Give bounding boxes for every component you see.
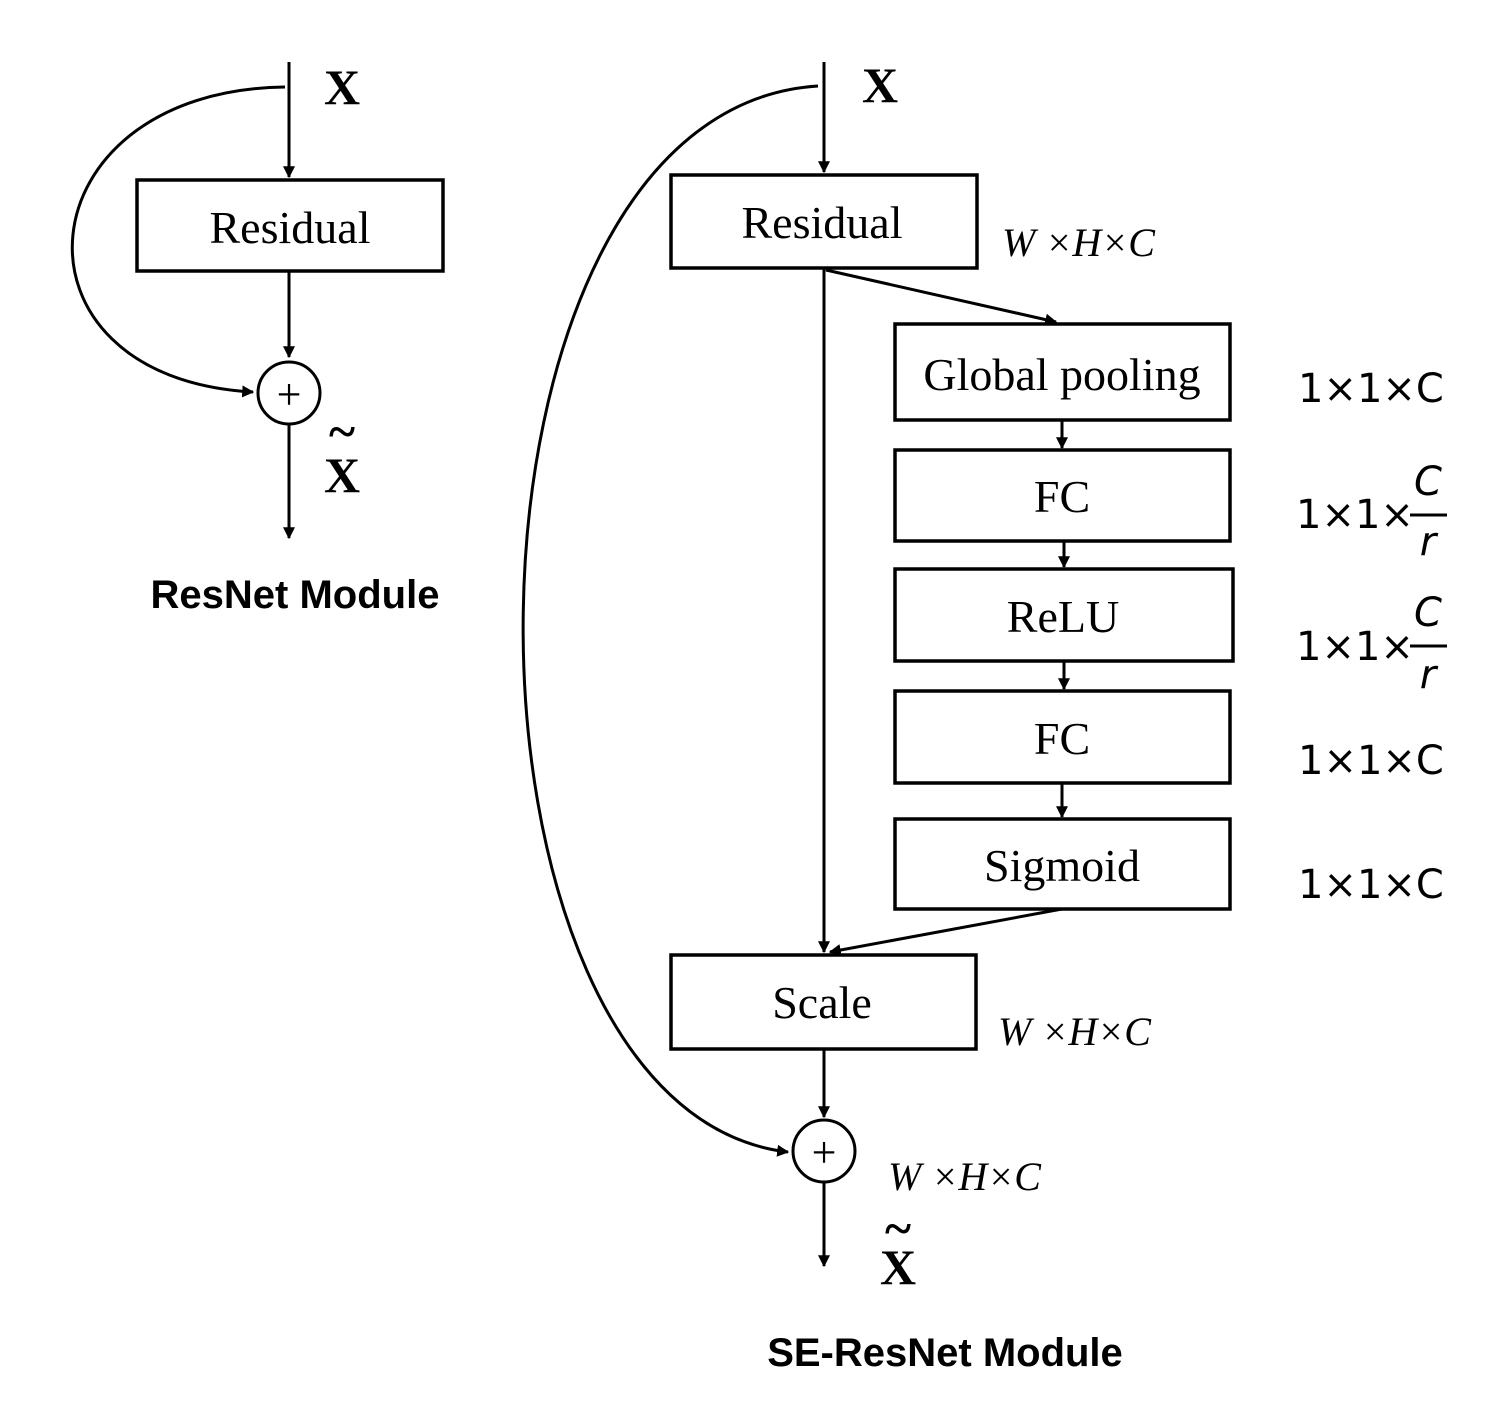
se-fc2-dim: 1×1×C xyxy=(1298,738,1444,784)
se-scale-box xyxy=(669,953,978,1051)
se-fc1-dim-prefix: 1×1× xyxy=(1296,492,1414,538)
se-resnet-module: X Residual W ×H×C Global pooling 1×1×C F… xyxy=(521,57,1447,1375)
se-fc2-box xyxy=(893,689,1232,785)
se-scale-label: Scale xyxy=(772,977,872,1028)
se-global-pooling-dim: 1×1×C xyxy=(1298,366,1444,412)
resnet-skip-connection xyxy=(70,85,286,398)
se-sum-dim: W ×H×C xyxy=(888,1154,1042,1199)
se-skip-connection xyxy=(521,84,819,1157)
se-sigmoid-box xyxy=(893,817,1232,911)
se-residual-dim: W ×H×C xyxy=(1002,220,1156,265)
se-plus-icon: + xyxy=(812,1128,837,1177)
se-relu-dim-prefix: 1×1× xyxy=(1296,624,1414,670)
resnet-output-label: X xyxy=(324,447,360,503)
se-fc1-dim-numerator: C xyxy=(1414,459,1442,505)
se-sigmoid-label: Sigmoid xyxy=(984,840,1140,891)
resnet-output-tilde: ~ xyxy=(329,403,355,459)
se-resnet-caption: SE-ResNet Module xyxy=(767,1331,1123,1375)
resnet-residual-label: Residual xyxy=(210,202,371,253)
se-relu-dim: 1×1× C r xyxy=(1296,590,1447,698)
se-sigmoid-to-scale-arrow xyxy=(828,907,1063,956)
se-relu-label: ReLU xyxy=(1007,591,1119,642)
se-output-tilde: ~ xyxy=(885,1200,911,1256)
se-relu-dim-numerator: C xyxy=(1414,590,1442,636)
se-fc1-dim: 1×1× C r xyxy=(1296,459,1447,565)
se-residual-label: Residual xyxy=(742,197,903,248)
resnet-caption: ResNet Module xyxy=(151,573,440,617)
se-relu-dim-denominator: r xyxy=(1420,652,1439,698)
se-fc1-dim-denominator: r xyxy=(1420,519,1439,565)
se-global-pooling-label: Global pooling xyxy=(923,349,1200,400)
resnet-input-label: X xyxy=(324,59,360,115)
se-residual-box xyxy=(669,173,979,270)
se-fc1-label: FC xyxy=(1034,471,1090,522)
se-input-label: X xyxy=(862,57,898,113)
se-scale-dim: W ×H×C xyxy=(998,1009,1152,1054)
resnet-module: X Residual + ~ X ResNet Module xyxy=(70,59,445,617)
se-branch-arrow xyxy=(825,268,1058,326)
se-output-label: X xyxy=(880,1239,916,1295)
se-sigmoid-dim: 1×1×C xyxy=(1298,862,1444,908)
resnet-plus-icon: + xyxy=(277,370,302,419)
se-fc2-label: FC xyxy=(1034,713,1090,764)
